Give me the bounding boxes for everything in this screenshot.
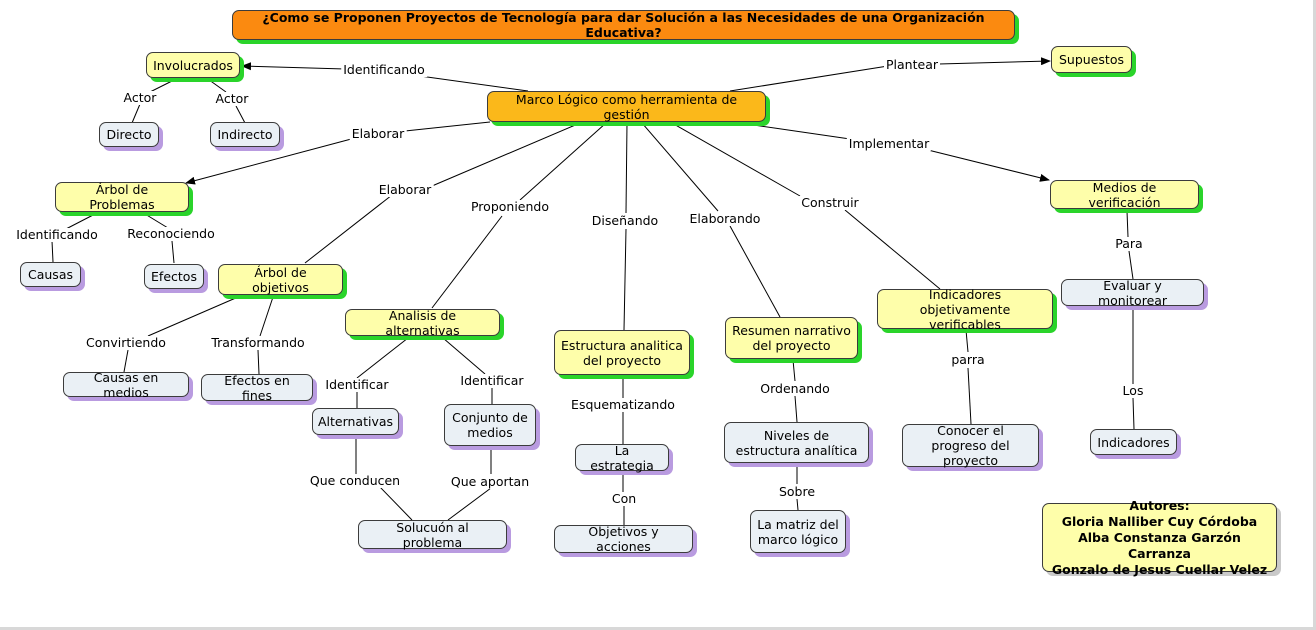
link-arrow-plantear bbox=[938, 57, 1051, 66]
node-directo[interactable]: Directo bbox=[99, 122, 159, 147]
node-alternativas[interactable]: Alternativas bbox=[312, 408, 399, 435]
node-analisis-alternativas[interactable]: Analisis de alternativas bbox=[345, 308, 500, 338]
node-niveles-estructura[interactable]: Niveles de estructura analítica bbox=[724, 422, 869, 463]
link-label-elaborar: Elaborar bbox=[376, 182, 434, 197]
node-evaluar-monitorear[interactable]: Evaluar y monitorear bbox=[1061, 278, 1204, 308]
link-label-que-aportan: Que aportan bbox=[448, 474, 532, 489]
authors-heading: Autores: bbox=[1129, 497, 1190, 513]
node-resumen-narrativo[interactable]: Resumen narrativo del proyecto bbox=[725, 317, 858, 359]
link-label-implementar: Implementar bbox=[846, 136, 932, 151]
map-title: ¿Como se Proponen Proyectos de Tecnologí… bbox=[232, 10, 1015, 40]
node-conocer-progreso[interactable]: Conocer el progreso del proyecto bbox=[902, 423, 1039, 468]
node-causas-medios[interactable]: Causas en medios bbox=[63, 370, 189, 400]
author-name: Gonzalo de Jesus Cuellar Velez bbox=[1051, 561, 1268, 577]
link-label-con: Con bbox=[609, 491, 639, 506]
node-efectos[interactable]: Efectos bbox=[144, 264, 204, 289]
link-label-elaborar: Elaborar bbox=[349, 126, 407, 141]
link-label-convirtiendo: Convirtiendo bbox=[84, 335, 168, 350]
node-indicadores-ov[interactable]: Indicadores objetivamente verificables bbox=[877, 287, 1053, 332]
node-marco-logico[interactable]: Marco Lógico como herramienta de gestión bbox=[487, 91, 766, 122]
node-solucion-problema[interactable]: Solucuón al problema bbox=[358, 520, 507, 550]
link-label-sobre: Sobre bbox=[776, 484, 818, 499]
link-label-identificar: Identificar bbox=[323, 377, 391, 392]
link-line-plantear bbox=[729, 65, 889, 92]
link-label-identificando: Identificando bbox=[341, 62, 427, 77]
node-matriz-marco[interactable]: La matriz del marco lógico bbox=[750, 510, 846, 553]
node-arbol-problemas[interactable]: Árbol de Problemas bbox=[55, 182, 189, 212]
author-name: Gloria Nalliber Cuy Córdoba bbox=[1061, 513, 1258, 529]
node-indirecto[interactable]: Indirecto bbox=[210, 122, 280, 147]
node-estructura-analitica[interactable]: Estructura analitica del proyecto bbox=[554, 330, 690, 375]
link-label-proponiendo: Proponiendo bbox=[468, 199, 552, 214]
link-label-esquematizando: Esquematizando bbox=[569, 397, 677, 412]
link-label-para: Para bbox=[1113, 236, 1145, 251]
link-label-los: Los bbox=[1120, 383, 1146, 398]
node-involucrados[interactable]: Involucrados bbox=[146, 52, 240, 78]
link-label-transformando: Transformando bbox=[209, 335, 307, 350]
link-label-parra: parra bbox=[949, 352, 987, 367]
node-conjunto-medios[interactable]: Conjunto de medios bbox=[444, 404, 536, 446]
link-label-que-conducen: Que conducen bbox=[307, 473, 403, 488]
link-label-plantear: Plantear bbox=[884, 57, 940, 72]
node-supuestos[interactable]: Supuestos bbox=[1051, 46, 1132, 73]
link-label-reconociendo: Reconociendo bbox=[125, 226, 217, 241]
link-label-identificar: Identificar bbox=[458, 373, 526, 388]
link-label-ordenando: Ordenando bbox=[758, 381, 832, 396]
node-objetivos-acciones[interactable]: Objetivos y acciones bbox=[554, 524, 693, 554]
link-label-disenando: Diseñando bbox=[589, 213, 661, 228]
node-indicadores[interactable]: Indicadores bbox=[1090, 429, 1177, 455]
link-label-actor: Actor bbox=[121, 90, 159, 105]
node-causas[interactable]: Causas bbox=[20, 262, 81, 287]
node-la-estrategia[interactable]: La estrategia bbox=[575, 443, 669, 473]
link-label-construir: Construir bbox=[799, 195, 861, 210]
node-medios-verificacion[interactable]: Medios de verificación bbox=[1050, 180, 1199, 210]
node-arbol-objetivos[interactable]: Árbol de objetivos bbox=[218, 264, 343, 295]
link-label-identificando: Identificando bbox=[14, 227, 100, 242]
link-label-elaborando: Elaborando bbox=[687, 211, 763, 226]
authors-box: Autores: Gloria Nalliber Cuy Córdoba Alb… bbox=[1042, 498, 1277, 577]
link-label-actor: Actor bbox=[213, 91, 251, 106]
link-arrow-identificando bbox=[241, 62, 346, 71]
node-efectos-fines[interactable]: Efectos en fines bbox=[201, 373, 313, 403]
author-name: Alba Constanza Garzón Carranza bbox=[1078, 529, 1241, 561]
